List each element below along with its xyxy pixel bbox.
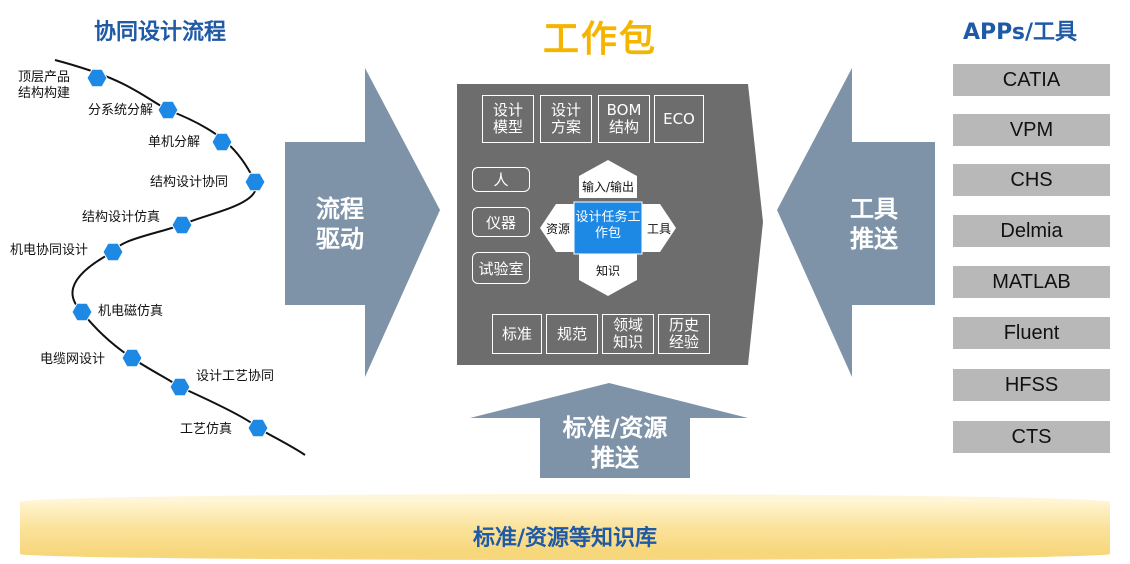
bottom-arrow-line-2: 推送 — [591, 444, 639, 472]
bottom-arrow — [470, 383, 748, 478]
wp-bottom-box-spec: 规范 — [546, 314, 598, 354]
process-node-1 — [86, 68, 108, 88]
tool-fluent: Fluent — [953, 317, 1110, 349]
wp-top-box-plan: 设计方案 — [540, 95, 592, 143]
step-label-2: 分系统分解 — [88, 103, 154, 118]
wp-bottom-box-standard: 标准 — [492, 314, 542, 354]
knowledge-base-label: 标准/资源等知识库 — [472, 526, 658, 551]
process-node-2 — [157, 100, 179, 120]
left-arrow — [285, 68, 440, 377]
cross-top — [579, 160, 637, 198]
knowledge-band — [20, 502, 1110, 554]
process-curve — [54, 59, 306, 456]
process-node-6 — [102, 242, 124, 262]
wp-bottom-box-history-l2: 经验 — [668, 333, 699, 351]
wp-top-box-bom-l2: 结构 — [608, 118, 639, 136]
wp-bottom-box-domain: 领域知识 — [602, 314, 654, 354]
tool-matlab: MATLAB — [953, 266, 1110, 298]
tool-delmia: Delmia — [953, 215, 1110, 247]
step-label-1: 顶层产品 结构构建 — [18, 70, 71, 101]
center-task-line-1: 设计任务工 — [575, 210, 641, 225]
wp-bottom-box-domain-l2: 知识 — [612, 333, 643, 351]
step-label-10: 工艺仿真 — [180, 422, 233, 437]
wp-top-box-eco: ECO — [654, 95, 704, 143]
cross-label-io: 输入/输出 — [581, 180, 635, 194]
bottom-arrow-line-1: 标准/资源 — [562, 414, 668, 442]
process-node-4 — [244, 172, 266, 192]
wp-left-box-instrument: 仪器 — [472, 207, 530, 237]
center-task-line-2: 作包 — [594, 226, 621, 241]
process-node-7 — [71, 302, 93, 322]
step-label-3: 单机分解 — [148, 135, 201, 150]
wp-left-box-lab: 试验室 — [472, 252, 530, 284]
step-label-7: 机电磁仿真 — [98, 304, 164, 319]
cross-bottom — [579, 254, 637, 296]
process-title: 协同设计流程 — [93, 20, 226, 45]
wp-left-box-people: 人 — [472, 167, 530, 192]
wp-bottom-box-spec-l1: 规范 — [556, 324, 587, 343]
wp-top-box-plan-l2: 方案 — [550, 118, 581, 136]
bottom-arrow-label: 标准/资源 推送 — [540, 413, 690, 473]
tool-catia: CATIA — [953, 64, 1110, 96]
wp-bottom-box-standard-l1: 标准 — [501, 324, 532, 343]
left-arrow-line-1: 流程 — [316, 195, 364, 223]
wp-top-box-plan-l1: 设计 — [550, 101, 581, 119]
step-label-5: 结构设计仿真 — [82, 210, 161, 225]
wp-bottom-box-history: 历史经验 — [658, 314, 710, 354]
cross-label-resource: 资源 — [545, 222, 570, 236]
right-arrow-line-2: 推送 — [850, 225, 898, 253]
wp-top-box-model-l1: 设计 — [492, 101, 523, 119]
right-arrow-label: 工具 推送 — [834, 194, 914, 254]
knowledge-band-bottom — [20, 548, 1110, 560]
tool-vpm: VPM — [953, 114, 1110, 146]
process-node-5 — [171, 215, 193, 235]
cross-right — [642, 204, 676, 252]
process-node-3 — [211, 132, 233, 152]
wp-top-box-model-l2: 模型 — [492, 118, 523, 136]
left-arrow-line-2: 驱动 — [316, 225, 364, 253]
process-node-8 — [121, 348, 143, 368]
process-node-9 — [169, 377, 191, 397]
left-arrow-label: 流程 驱动 — [300, 194, 380, 254]
step-label-4: 结构设计协同 — [150, 175, 229, 190]
tools-title: APPs/工具 — [962, 20, 1078, 45]
workpackage-title: 工作包 — [542, 19, 657, 60]
cross-label-tool: 工具 — [646, 222, 671, 236]
cross-left — [540, 204, 574, 252]
step-label-6: 机电协同设计 — [10, 243, 89, 258]
center-task-box — [573, 201, 643, 255]
tool-cts: CTS — [953, 421, 1110, 453]
step-label-9: 设计工艺协同 — [196, 369, 275, 384]
wp-bottom-box-history-l1: 历史 — [668, 316, 699, 334]
step-label-8: 电缆网设计 — [40, 352, 106, 367]
wp-top-box-model: 设计模型 — [482, 95, 534, 143]
wp-top-box-bom-l1: BOM — [606, 101, 642, 119]
wp-top-box-eco-l1: ECO — [663, 109, 695, 128]
tool-chs: CHS — [953, 164, 1110, 196]
wp-bottom-box-domain-l1: 领域 — [612, 316, 643, 334]
right-arrow — [777, 68, 935, 377]
cross-label-knowledge: 知识 — [595, 264, 620, 278]
process-nodes — [71, 68, 269, 438]
process-node-10 — [247, 418, 269, 438]
center-task-label: 设计任务工 作包 — [574, 210, 642, 242]
right-arrow-line-1: 工具 — [850, 195, 898, 223]
tool-hfss: HFSS — [953, 369, 1110, 401]
